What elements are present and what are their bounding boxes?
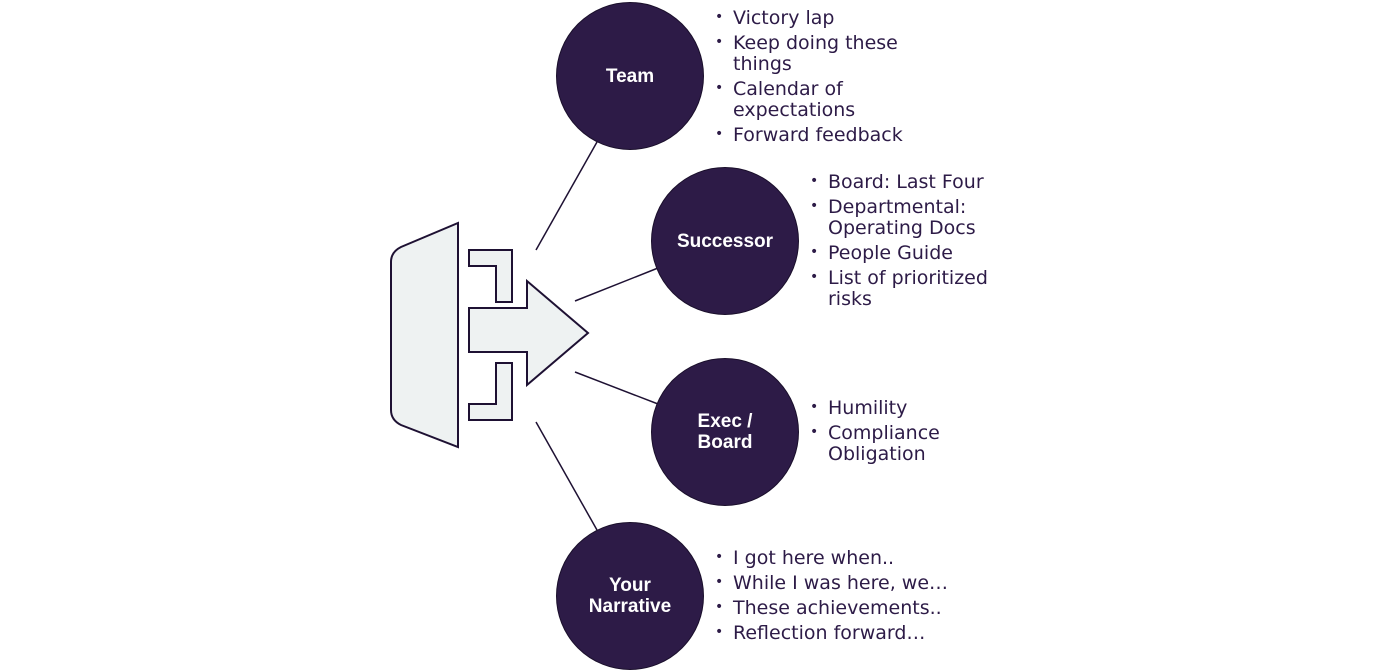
- connector-narrative: [535, 421, 598, 531]
- list-item: While I was here, we…: [715, 572, 975, 594]
- list-item: Forward feedback: [715, 124, 915, 146]
- team-bullet-list: Victory lap Keep doing these things Cale…: [715, 7, 915, 150]
- list-item: These achievements..: [715, 597, 975, 619]
- node-successor-label: Successor: [676, 230, 774, 252]
- node-narrative: Your Narrative: [556, 522, 704, 670]
- connector-exec-board: [574, 371, 659, 405]
- node-team: Team: [556, 2, 704, 150]
- list-item: Victory lap: [715, 7, 915, 29]
- right-arrow-icon: [468, 278, 590, 388]
- list-item: Keep doing these things: [715, 32, 915, 75]
- list-item: Compliance Obligation: [810, 422, 970, 465]
- list-item: Departmental: Operating Docs: [810, 196, 995, 239]
- node-team-label: Team: [605, 65, 655, 87]
- node-successor: Successor: [651, 167, 799, 315]
- list-item: I got here when..: [715, 547, 975, 569]
- list-item: Reflection forward…: [715, 622, 975, 644]
- list-item: List of prioritized risks: [810, 267, 995, 310]
- upper-bracket-shape: [468, 249, 513, 303]
- trapezoid-shape-icon: [390, 221, 459, 449]
- list-item: Humility: [810, 397, 970, 419]
- connector-successor: [574, 267, 659, 302]
- successor-bullet-list: Board: Last Four Departmental: Operating…: [810, 171, 995, 314]
- list-item: People Guide: [810, 242, 995, 264]
- node-narrative-label: Your Narrative: [588, 575, 672, 617]
- node-exec-board: Exec / Board: [651, 358, 799, 506]
- connector-team: [535, 141, 598, 251]
- exec-board-bullet-list: Humility Compliance Obligation: [810, 397, 970, 469]
- narrative-bullet-list: I got here when.. While I was here, we… …: [715, 547, 975, 648]
- list-item: Board: Last Four: [810, 171, 995, 193]
- node-exec-board-label: Exec / Board: [697, 411, 753, 453]
- list-item: Calendar of expectations: [715, 78, 915, 121]
- lower-bracket-shape: [468, 362, 513, 421]
